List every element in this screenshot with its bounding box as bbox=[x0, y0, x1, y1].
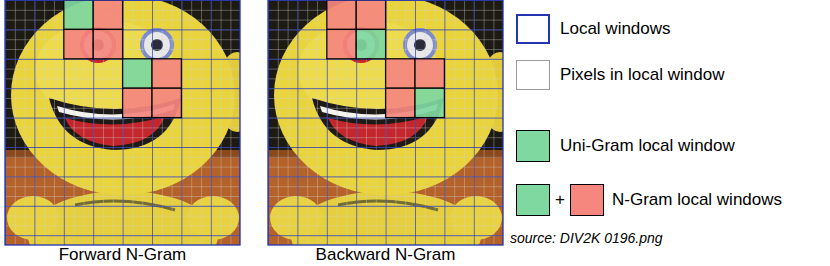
uni-gram-swatch bbox=[516, 130, 550, 162]
caption-label: Forward N-Gram bbox=[5, 245, 240, 265]
legend-text: Local windows bbox=[560, 14, 671, 44]
plus-sign: + bbox=[550, 184, 570, 216]
uni-gram-part-swatch bbox=[516, 184, 550, 216]
window-swatch bbox=[516, 14, 550, 44]
n-gram-swatch bbox=[570, 184, 604, 216]
caption-label: Backward N-Gram bbox=[268, 245, 503, 265]
legend-text: Pixels in local window bbox=[560, 60, 724, 90]
pixel-swatch bbox=[516, 60, 550, 90]
source-note: source: DIV2K 0196.png bbox=[510, 228, 828, 248]
legend-text: Uni-Gram local window bbox=[560, 130, 735, 162]
legend-text: N-Gram local windows bbox=[612, 184, 782, 216]
